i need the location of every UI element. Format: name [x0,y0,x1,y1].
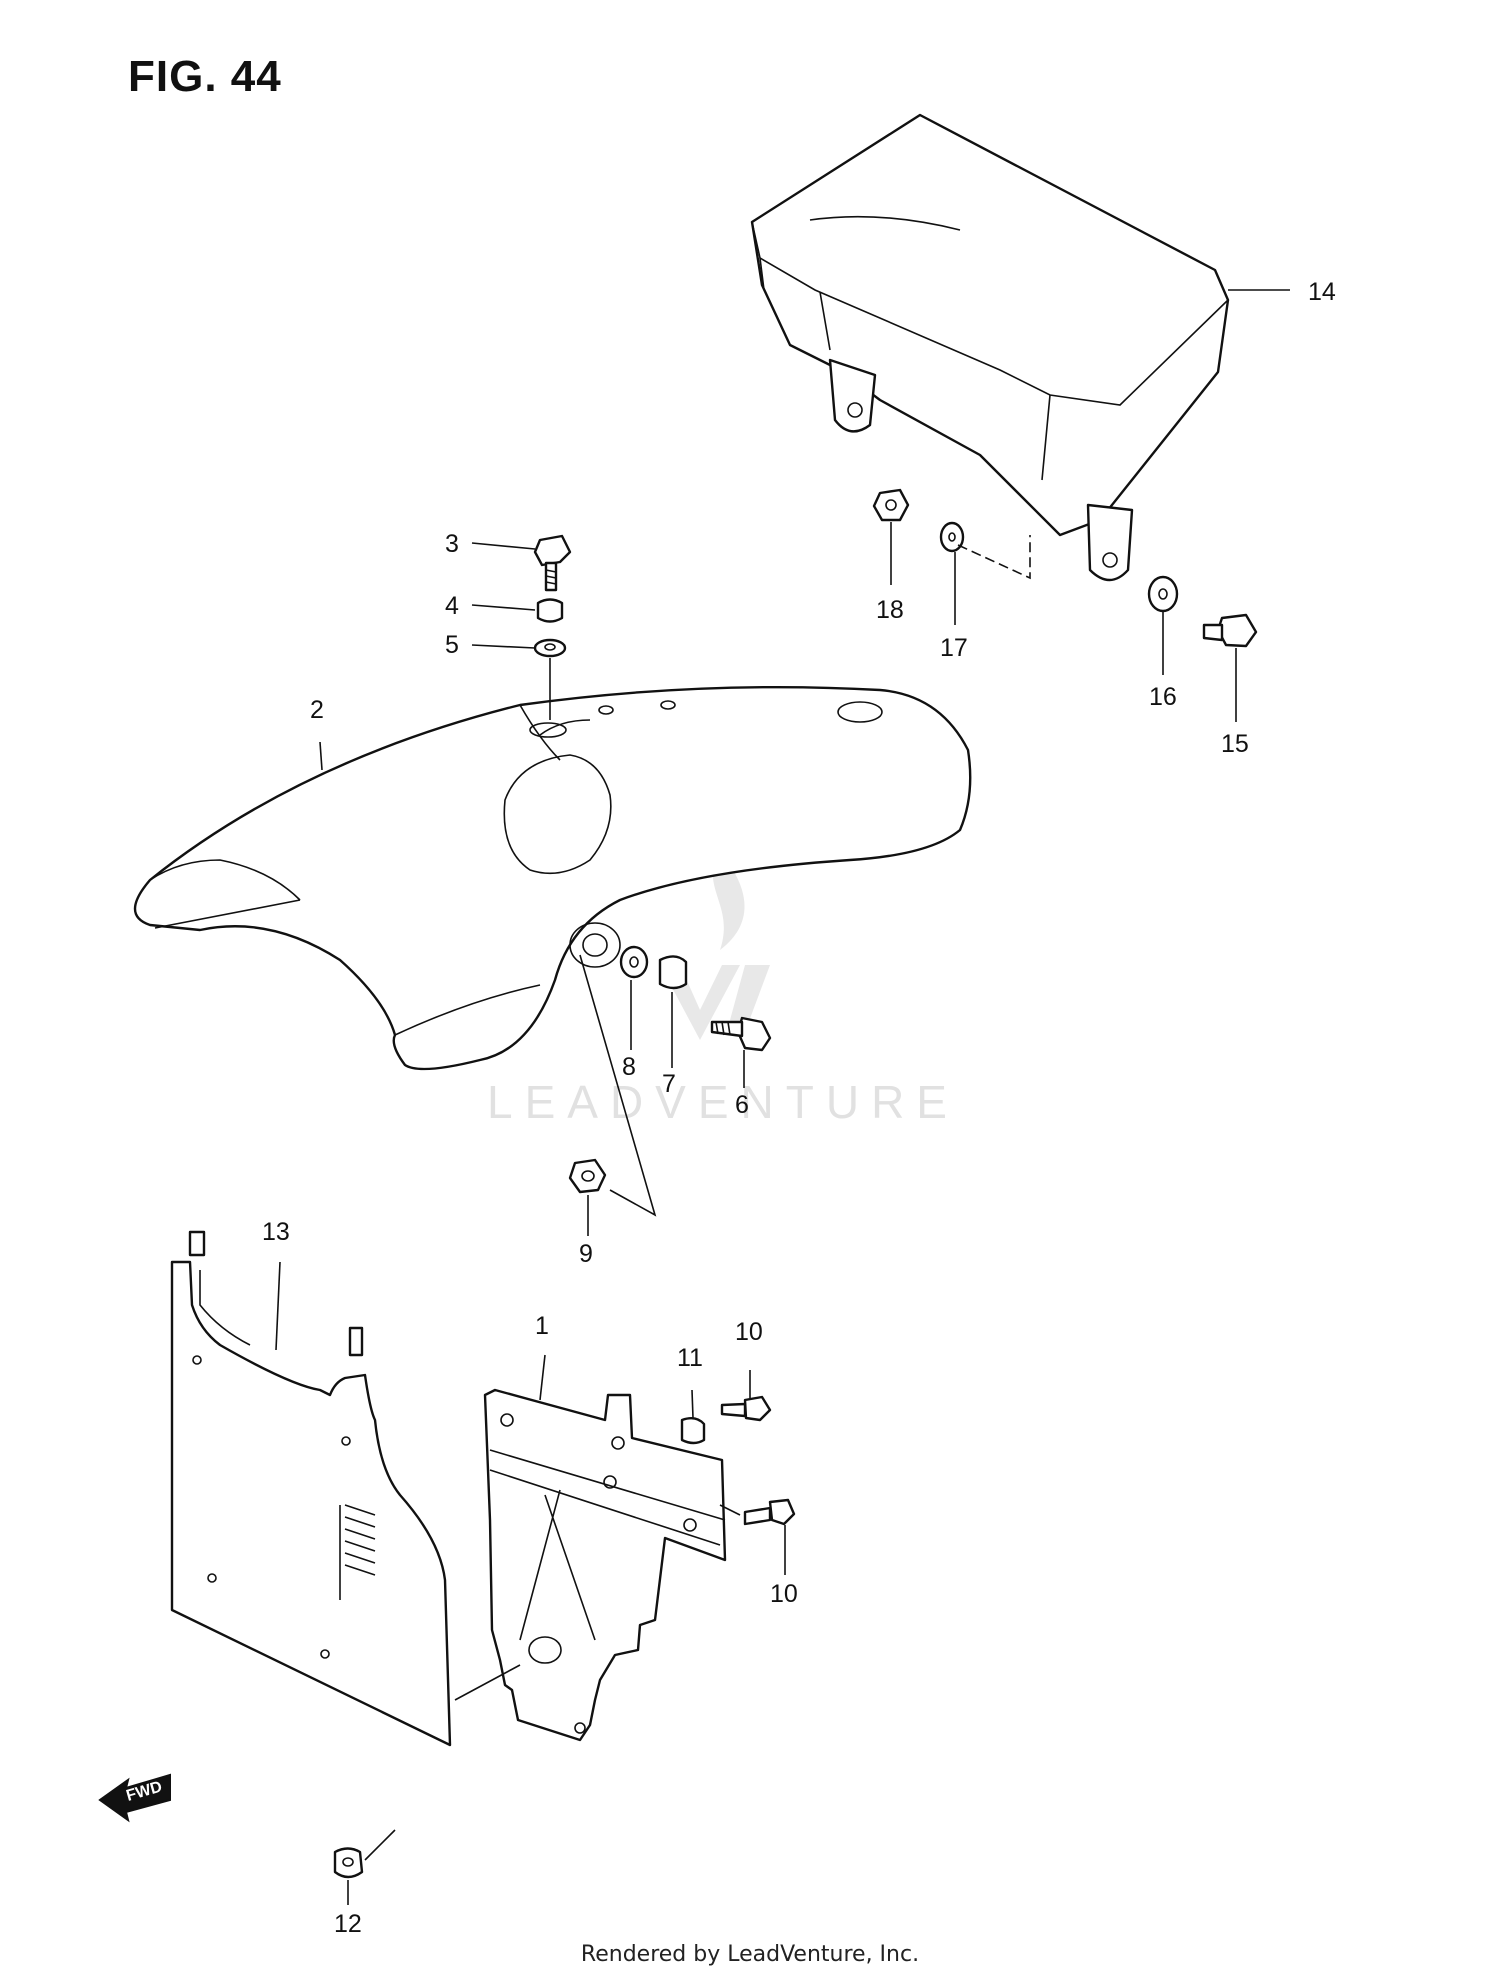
rear-fender-part-2[interactable] [133,685,972,1071]
bracket-part-1[interactable] [483,1388,727,1742]
label-4: 4 [445,592,459,620]
label-18: 18 [876,596,904,624]
collar-part-7[interactable] [658,955,688,990]
washer-part-17[interactable] [939,521,965,553]
label-13: 13 [262,1218,290,1246]
seat-part-14[interactable] [750,113,1230,582]
figure-title: FIG. 44 [128,52,282,101]
washer-part-8[interactable] [619,945,649,979]
collar-part-4[interactable] [536,598,564,623]
leader-lines [275,289,1290,1905]
label-14: 14 [1308,278,1336,306]
nut-part-12[interactable] [333,1847,364,1879]
label-7: 7 [662,1070,676,1098]
bolt-part-6[interactable] [710,1016,772,1052]
collar-part-11[interactable] [680,1417,706,1445]
bolt-part-3[interactable] [533,534,572,592]
label-3: 3 [445,530,459,558]
label-8: 8 [622,1053,636,1081]
washer-part-16[interactable] [1147,575,1179,613]
mud-flap-part-13[interactable] [170,1230,452,1747]
label-17: 17 [940,634,968,662]
footer-credit: Rendered by LeadVenture, Inc. [580,1942,920,1967]
nut-part-9[interactable] [568,1158,607,1194]
label-2: 2 [310,696,324,724]
label-11: 11 [677,1344,703,1372]
screw-part-10-lower[interactable] [743,1498,796,1526]
label-5: 5 [445,631,459,659]
label-6: 6 [735,1091,749,1119]
label-12: 12 [334,1910,362,1938]
part-labels: 3 4 5 2 8 7 6 9 13 1 10 11 10 12 14 18 1… [262,278,1336,1938]
label-10-lower: 10 [770,1580,798,1608]
label-16: 16 [1149,683,1177,711]
label-1: 1 [535,1312,549,1340]
washer-part-5[interactable] [533,638,567,658]
label-10-upper: 10 [735,1318,763,1346]
bolt-part-15[interactable] [1202,613,1258,648]
nut-part-18[interactable] [872,488,910,522]
watermark-text: LEADVENTURE [487,1076,959,1128]
screw-part-10-upper[interactable] [720,1395,772,1422]
forward-arrow-icon: FWD [98,1773,171,1823]
label-15: 15 [1221,730,1249,758]
label-9: 9 [579,1240,593,1268]
